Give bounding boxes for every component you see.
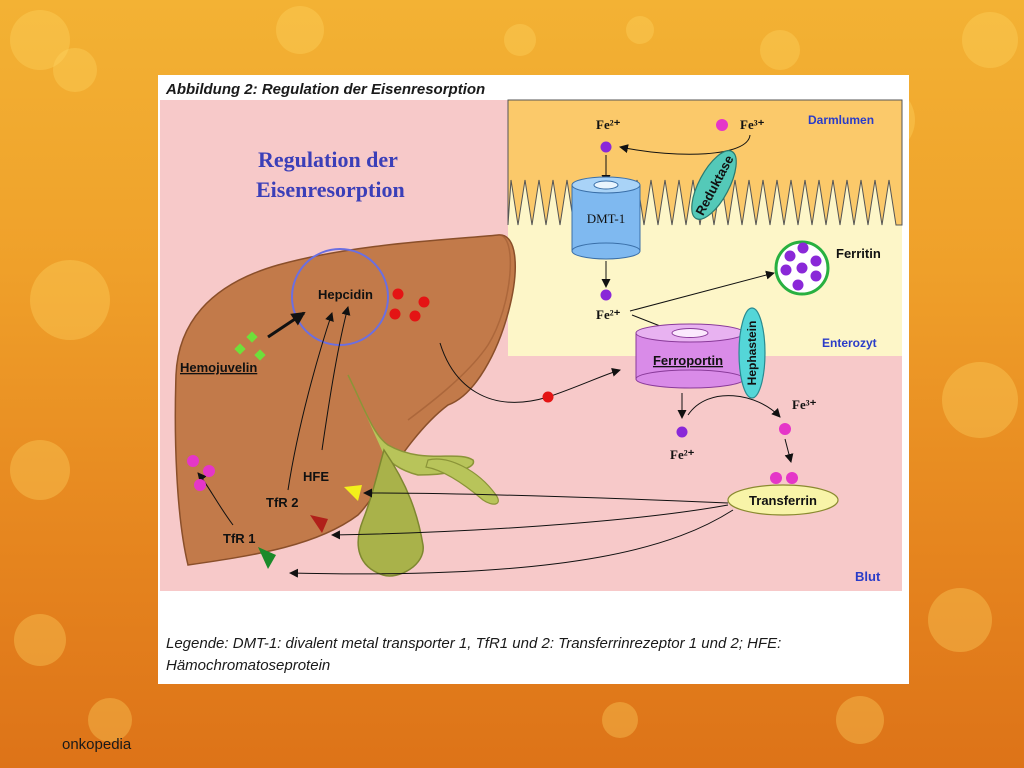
fe2-dot — [600, 141, 612, 153]
label-ferritin: Ferritin — [836, 246, 881, 261]
hfe-receptor-icon — [344, 485, 362, 501]
gallbladder — [347, 374, 499, 577]
transferrin-dot-liver — [203, 465, 215, 477]
hepcidin-dot — [409, 310, 421, 322]
hepcidin-to-ferroportin-arrow — [439, 342, 621, 403]
transferrin-to-tfr1-arrow — [289, 509, 734, 578]
label-tfr1: TfR 1 — [223, 531, 256, 546]
oxidation-arrow — [687, 395, 781, 418]
reduction-arrow — [619, 134, 751, 155]
label-transferrin: Transferrin — [749, 493, 817, 508]
transferrin-dot-liver — [187, 455, 199, 467]
ferritin-complex — [774, 240, 830, 296]
hepcidin-dot-blood — [542, 391, 554, 403]
fe2-mid-label: Fe²⁺ — [596, 307, 621, 322]
transferrin-to-hfe-arrow — [331, 504, 729, 540]
figure-title: Abbildung 2: Regulation der Eisenresorpt… — [165, 81, 485, 98]
fe3-dot-blood — [779, 423, 791, 435]
label-ferroportin: Ferroportin — [653, 353, 723, 368]
fe2-dot-blood — [676, 426, 688, 438]
transferrin-protein — [727, 484, 839, 516]
heading-line1: Regulation der — [258, 147, 398, 172]
label-hemojuvelin: Hemojuvelin — [180, 360, 257, 375]
hemojuvelin-arrow — [267, 311, 306, 339]
hephastein-enzyme: Hephastein — [738, 307, 766, 399]
tfr2-receptor-icon — [310, 515, 328, 533]
fe3-to-transferrin-arrow — [784, 438, 794, 463]
transferrin-fe3-dot — [770, 472, 782, 484]
hepcidin-circle — [291, 248, 389, 346]
figure-panel: Regulation der Eisenresorption Hepcidin … — [158, 75, 909, 684]
footer-brand: onkopedia — [62, 736, 132, 753]
label-tfr2: TfR 2 — [266, 495, 299, 510]
transferrin-to-tfr2-arrow — [363, 488, 729, 504]
region-darmlumen: Darmlumen — [808, 113, 874, 127]
hfe-to-hepcidin-arrow — [321, 306, 351, 451]
fe3-blood-label: Fe³⁺ — [792, 397, 817, 412]
heading-line2: Eisenresorption — [256, 177, 405, 202]
hepcidin-dot — [392, 288, 404, 300]
fe3-dot — [716, 119, 728, 131]
fe2-to-ferritin-arrow — [629, 270, 775, 312]
label-dmt1: DMT-1 — [587, 211, 626, 226]
enterocyte-region — [507, 99, 903, 356]
transferrin-fe3-dot — [786, 472, 798, 484]
iron-regulation-diagram: Regulation der Eisenresorption Hepcidin … — [160, 81, 903, 591]
liver — [174, 234, 516, 566]
label-hfe: HFE — [303, 469, 329, 484]
tfr2-to-hepcidin-arrow — [287, 312, 334, 491]
tfr1-receptor-icon — [258, 547, 276, 569]
label-hephastein: Hephastein — [745, 321, 759, 386]
label-hepcidin: Hepcidin — [318, 287, 373, 302]
fe2-top-label: Fe²⁺ — [596, 117, 621, 132]
figure-legend: Legende: DMT-1: divalent metal transport… — [166, 635, 782, 674]
transferrin-dot-liver — [194, 479, 206, 491]
region-enterozyt: Enterozyt — [822, 336, 877, 350]
hepcidin-dot — [389, 308, 401, 320]
fe3-top-label: Fe³⁺ — [740, 117, 765, 132]
arrow-tfr1-liver — [197, 472, 234, 526]
region-blut: Blut — [855, 569, 881, 584]
dmt1-transporter: DMT-1 — [571, 176, 641, 260]
hepcidin-dot — [418, 296, 430, 308]
fe2-blood-label: Fe²⁺ — [670, 447, 695, 462]
ferroportin-transporter: Ferroportin — [635, 323, 745, 389]
fe2-dot — [600, 289, 612, 301]
